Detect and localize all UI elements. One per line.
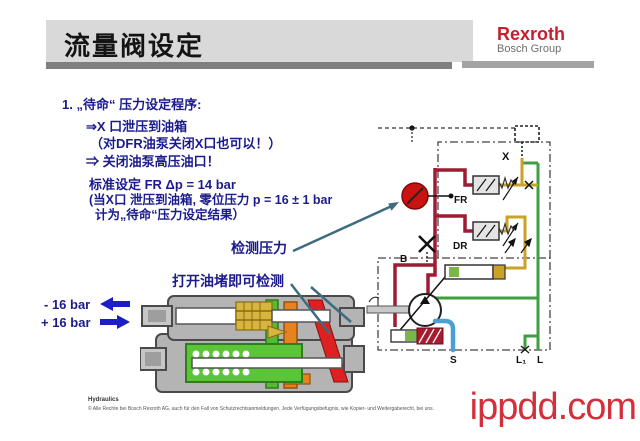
page-title: 流量阀设定 [64, 31, 205, 61]
brand-logo: Rexroth [497, 24, 566, 44]
title-underline-light [462, 61, 594, 68]
controller-boundary [377, 141, 551, 351]
fr-label: FR [454, 195, 468, 206]
pressure-minus-label: - 16 bar [44, 297, 91, 312]
port-l-label: L [537, 355, 543, 366]
pilot-lines-yellow [499, 158, 538, 270]
footer-copyright: © Alle Rechte bei Bosch Rexroth AG, auch… [88, 406, 435, 412]
brand-group-label: Bosch Group [497, 43, 562, 55]
hydraulic-schematic: X FR B DR S L₁ L [366, 125, 551, 366]
drain-lines-green [433, 161, 540, 350]
suction-line-blue [432, 318, 456, 353]
port-b-label: B [400, 254, 407, 265]
standard-setting-line1: 标准设定 FR Δp = 14 bar [89, 177, 236, 192]
title-underline-dark [46, 62, 452, 69]
bullet-1: ⇒X 口泄压到油箱 [86, 119, 188, 134]
stroking-cylinder-icon [444, 264, 506, 280]
dr-valve-icon [472, 221, 519, 247]
watermark: ippdd.com [469, 386, 637, 428]
minus-arrow-icon [100, 297, 130, 311]
throttle-icon [524, 180, 534, 190]
blocked-port-b-icon [418, 235, 436, 264]
bullet-2: ⇒ 关闭油泵高压油口！ [86, 154, 220, 169]
pump-icon [366, 268, 453, 338]
callout-check-pressure: 检测压力 [231, 240, 287, 256]
bullet-1-note: （对DFR油泵关闭X口也可以！） [90, 136, 282, 151]
adjuster-arrows-icon [504, 237, 532, 254]
port-x-label: X [502, 151, 510, 163]
fr-valve-icon [472, 175, 519, 201]
title-band [46, 20, 473, 62]
plus-arrow-icon [100, 315, 130, 329]
step-title: 1. „待命“ 压力设定程序: [62, 97, 202, 112]
port-s-label: S [450, 355, 457, 366]
dr-label: DR [453, 241, 468, 252]
pressure-plus-label: + 16 bar [41, 315, 91, 330]
bias-spring-icon [390, 327, 444, 345]
standard-setting-line2: (当X口 泄压到油箱, 零位压力 p = 16 ± 1 bar [89, 193, 333, 207]
callout-open-plug: 打开油堵即可检测 [172, 273, 284, 289]
bottom-spool [185, 307, 365, 383]
top-spool [175, 301, 331, 339]
standard-setting-line3: 计为„待命“压力设定结果） [95, 208, 246, 222]
pressure-gauge-icon [401, 182, 454, 210]
footer-product: Hydraulics [88, 397, 119, 403]
valve-cross-section [140, 295, 365, 393]
port-l1-label: L₁ [516, 355, 526, 366]
